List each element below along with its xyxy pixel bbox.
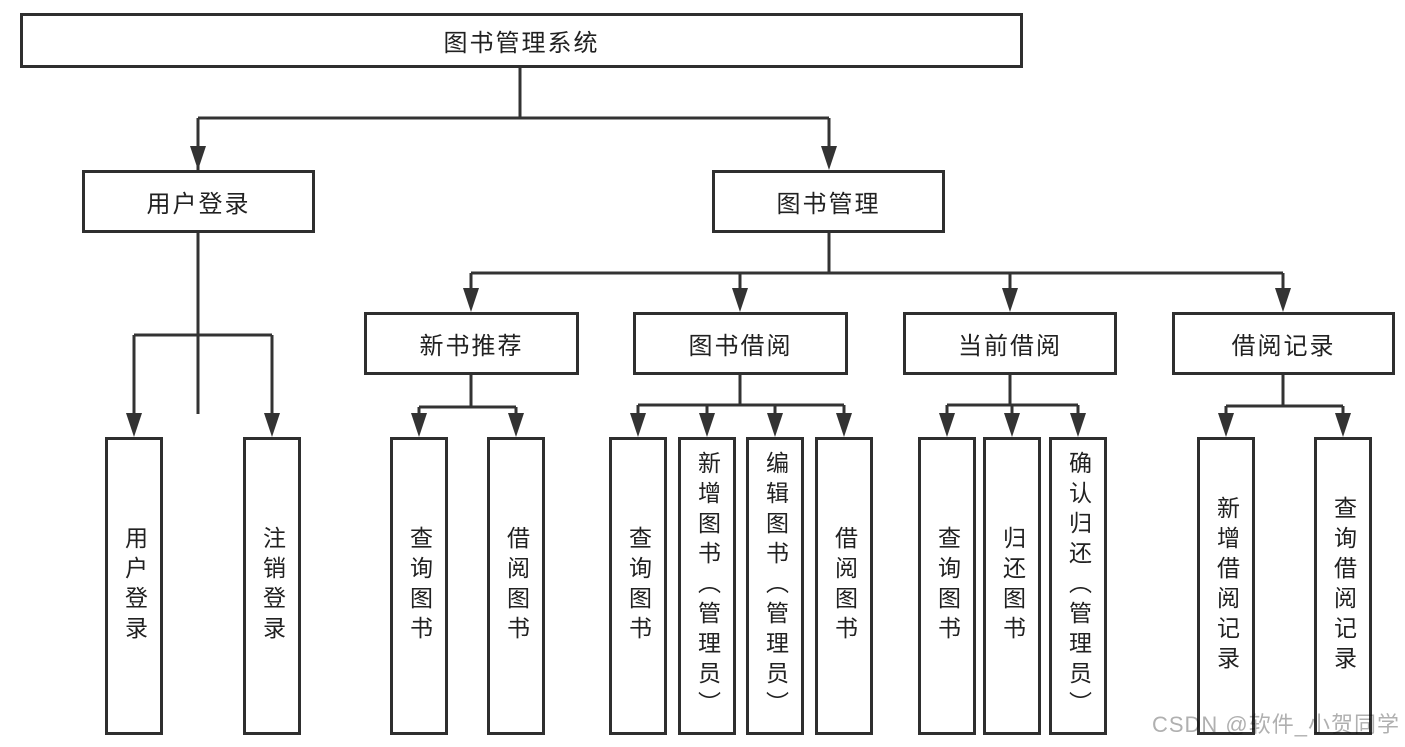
node-leaf-nb-borrow-books: 借阅图书: [487, 437, 545, 735]
node-leaf-cb-query-books: 查询图书: [918, 437, 976, 735]
node-leaf-bb-query-books: 查询图书: [609, 437, 667, 735]
node-book-borrowing: 图书借阅: [633, 312, 848, 375]
node-new-book-recommend: 新书推荐: [364, 312, 579, 375]
node-root: 图书管理系统: [20, 13, 1023, 68]
node-leaf-nb-query-books: 查询图书: [390, 437, 448, 735]
csdn-watermark: CSDN @软件_小贺同学: [1151, 712, 1400, 737]
node-leaf-cb-confirm-return-admin: 确认归还（管理员）: [1049, 437, 1107, 735]
node-borrowing-records: 借阅记录: [1172, 312, 1395, 375]
node-leaf-cb-return-books: 归还图书: [983, 437, 1041, 735]
node-leaf-bb-edit-books-admin: 编辑图书（管理员）: [746, 437, 804, 735]
node-user-login: 用户登录: [82, 170, 315, 233]
node-leaf-br-add-record: 新增借阅记录: [1197, 437, 1255, 735]
node-current-borrowing: 当前借阅: [903, 312, 1117, 375]
node-leaf-logout: 注销登录: [243, 437, 301, 735]
node-leaf-br-query-record: 查询借阅记录: [1314, 437, 1372, 735]
node-book-management: 图书管理: [712, 170, 945, 233]
node-leaf-bb-add-books-admin: 新增图书（管理员）: [678, 437, 736, 735]
node-leaf-user-login: 用户登录: [105, 437, 163, 735]
node-leaf-bb-borrow-books: 借阅图书: [815, 437, 873, 735]
